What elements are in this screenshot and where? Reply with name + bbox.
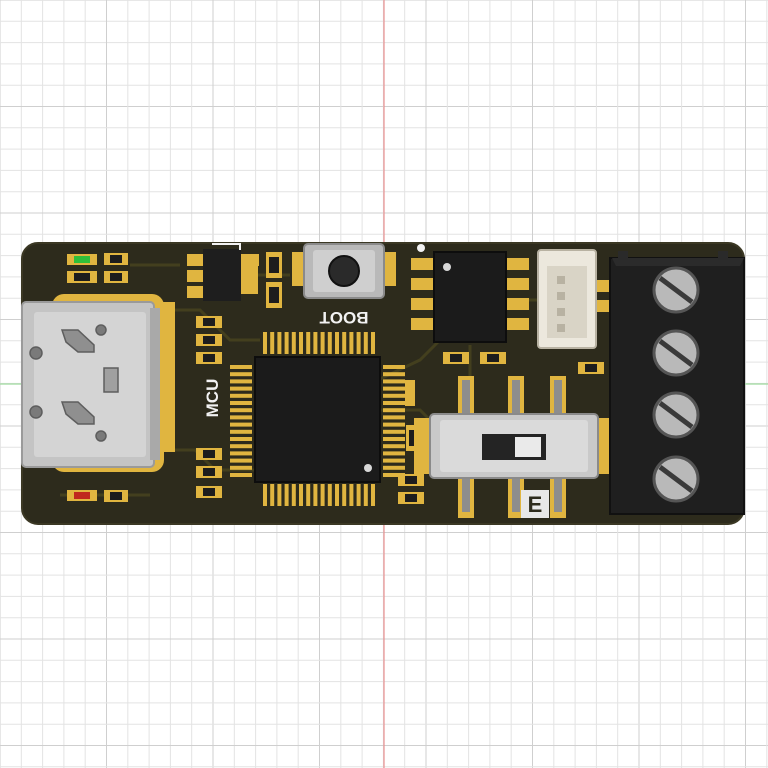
passives-soic (443, 352, 604, 374)
slide-switch[interactable] (414, 376, 610, 518)
qfp-pin (327, 332, 332, 354)
usb-c-connector[interactable] (21, 294, 175, 472)
qfp-pin (284, 484, 289, 506)
power-led[interactable] (67, 490, 97, 501)
qfp-pin (270, 484, 275, 506)
voltage-regulator[interactable] (187, 243, 258, 301)
qfp-pin (230, 429, 252, 434)
screw-slot (658, 401, 694, 429)
qfp-pin (230, 415, 252, 420)
passives-regulator (241, 252, 282, 308)
qfp-pin (313, 484, 318, 506)
qfp-pin (342, 332, 347, 354)
qfp-pin (349, 484, 354, 506)
qfp-pin (230, 372, 252, 377)
led-resistor-top (104, 253, 128, 265)
passive-row-top (67, 271, 128, 283)
qfp-pin (291, 484, 296, 506)
qfp-pin (284, 332, 289, 354)
boot-silkscreen-label: BOOT (319, 308, 369, 327)
qfp-pin (230, 437, 252, 441)
usb-c-icon (29, 324, 119, 442)
qfp-pin (342, 484, 347, 506)
qfp-pin (383, 372, 405, 377)
jst-connector[interactable] (537, 249, 610, 349)
qfp-pin (270, 332, 275, 354)
qfp-pin (306, 484, 311, 506)
qfp-pin (349, 332, 354, 354)
qfp-pin (356, 332, 361, 354)
power-led-red (74, 492, 90, 499)
screw-slot (658, 276, 694, 304)
sot223-icon (203, 249, 241, 301)
qfp-pin (383, 415, 405, 420)
switch-silkscreen-box: E (521, 490, 549, 518)
qfp-pin (230, 365, 252, 369)
qfp-pin (383, 465, 405, 470)
mcu-chip[interactable] (230, 332, 405, 506)
soic8-chip[interactable] (411, 251, 529, 343)
qfp-pin (356, 484, 361, 506)
qfp-pin (230, 473, 252, 477)
qfp-pin (383, 473, 405, 477)
qfp-pin (371, 484, 375, 506)
passives-mcu-left (196, 316, 222, 498)
led-resistor-bottom (104, 490, 128, 502)
mcu-silkscreen-label: MCU (203, 379, 222, 418)
qfp-pin (383, 365, 405, 369)
qfp-pin (383, 379, 405, 384)
qfp-pin (383, 458, 405, 463)
qfp-pin (230, 401, 252, 405)
qfp-pin (383, 429, 405, 434)
qfp-pin (313, 332, 318, 354)
qfp-pin (363, 484, 368, 506)
qfp-pin (277, 332, 282, 354)
qfp-pin (320, 332, 325, 354)
qfp-pin (230, 465, 252, 470)
qfp-pin (230, 458, 252, 463)
qfp-pin (277, 484, 282, 506)
qfp-chip-icon (254, 356, 381, 483)
status-led-green (74, 256, 90, 263)
qfp-pin (383, 437, 405, 441)
qfp-pin (383, 408, 405, 413)
screw-terminal-block[interactable] (609, 251, 745, 515)
qfp-pin (230, 386, 252, 391)
qfp-pin (383, 451, 405, 456)
qfp-pin (230, 451, 252, 456)
qfp-pin (263, 332, 267, 354)
soic-chip-icon (433, 251, 507, 343)
boot-button[interactable] (292, 243, 396, 299)
qfp-pin (335, 484, 339, 506)
qfp-pin (363, 332, 368, 354)
qfp-pin (383, 401, 405, 405)
qfp-pin (230, 422, 252, 427)
qfp-pin (383, 393, 405, 398)
qfp-pin (383, 422, 405, 427)
qfp-pin (230, 379, 252, 384)
status-led[interactable] (67, 254, 97, 265)
qfp-pin (299, 484, 303, 506)
qfp-pin (383, 444, 405, 449)
fiducial-dot (417, 244, 425, 252)
screw-slot (658, 465, 694, 493)
qfp-pin (291, 332, 296, 354)
qfp-pin (230, 408, 252, 413)
qfp-pin (320, 484, 325, 506)
qfp-pin (335, 332, 339, 354)
qfp-pin (299, 332, 303, 354)
screw-slot (658, 339, 694, 367)
qfp-pin (230, 393, 252, 398)
qfp-pin (371, 332, 375, 354)
qfp-pin (306, 332, 311, 354)
qfp-pin (327, 484, 332, 506)
qfp-pin (230, 444, 252, 449)
switch-silkscreen-label: E (528, 492, 543, 517)
qfp-pin (383, 386, 405, 391)
qfp-pin (263, 484, 267, 506)
